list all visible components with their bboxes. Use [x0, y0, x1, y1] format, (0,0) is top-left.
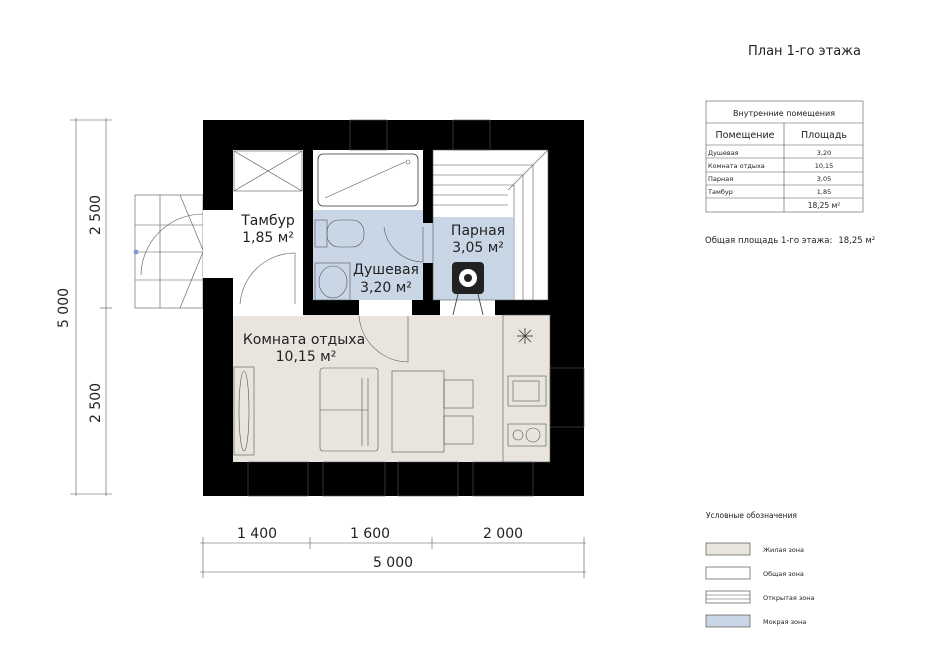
legend-swatch-living — [705, 542, 751, 556]
wardrobe — [233, 150, 303, 192]
bathtub-icon — [317, 153, 419, 207]
room-area-lounge: 10,15 м² — [276, 349, 337, 365]
table-cell: Тамбур — [707, 188, 733, 196]
wardrobe-lounge — [233, 366, 255, 456]
bottom-dimensions: 1 400 1 600 2 000 5 000 — [200, 526, 586, 578]
table-cell: 1,85 — [817, 188, 831, 196]
dim-left-top: 2 500 — [88, 195, 104, 235]
total-area: Общая площадь 1-го этажа: 18,25 м² — [705, 236, 875, 246]
table-cell: 10,15 — [815, 162, 834, 170]
dim-left-bottom: 2 500 — [88, 383, 104, 423]
table-total: 18,25 м² — [808, 201, 841, 210]
sauna-stove-icon — [452, 262, 484, 316]
entrance-door[interactable] — [203, 210, 234, 278]
table-header-area: Площадь — [801, 130, 847, 141]
tambur-door[interactable] — [239, 252, 296, 305]
room-area-tambur: 1,85 м² — [242, 230, 294, 246]
table-caption: Внутренние помещения — [733, 109, 835, 118]
room-label-sauna: Парная — [451, 223, 505, 239]
dim-bottom-2: 1 600 — [350, 526, 390, 542]
legend-label: Жилая зона — [763, 546, 804, 554]
legend-label: Открытая зона — [763, 594, 815, 602]
room-tambur — [233, 150, 303, 310]
legend-label: Мокрая зона — [763, 618, 806, 626]
total-area-label: Общая площадь 1-го этажа: — [705, 236, 832, 246]
total-area-value: 18,25 м² — [838, 236, 875, 246]
entry-stairs — [133, 194, 204, 309]
dim-bottom-3: 2 000 — [483, 526, 523, 542]
legend-swatch-common — [705, 566, 751, 580]
table-cell: Комната отдыха — [708, 162, 765, 170]
legend: Условные обозначения Жилая зона Общая зо… — [705, 511, 815, 628]
dim-bottom-1: 1 400 — [237, 526, 277, 542]
dim-left-total: 5 000 — [56, 288, 72, 328]
room-label-shower: Душевая — [353, 262, 419, 278]
sink-icon — [314, 262, 351, 301]
room-lounge — [233, 315, 550, 462]
room-label-tambur: Тамбур — [240, 213, 295, 229]
legend-label: Общая зона — [763, 570, 804, 578]
table-cell: 3,20 — [817, 149, 831, 157]
dim-bottom-total: 5 000 — [373, 555, 413, 571]
shower-door[interactable] — [358, 315, 409, 363]
plan-title: План 1-го этажа — [748, 44, 861, 59]
sauna-door[interactable] — [383, 226, 424, 263]
legend-swatch-wet — [705, 614, 751, 628]
sofa-icon — [319, 367, 379, 452]
sauna-benches — [432, 149, 549, 301]
rooms-table: Внутренние помещения Помещение Площадь Д… — [705, 100, 864, 213]
dining-table-icon — [391, 370, 474, 453]
room-label-lounge: Комната отдыха — [243, 332, 365, 348]
table-cell: Парная — [708, 175, 733, 183]
extractor-icon — [517, 328, 533, 344]
entry-marker-icon — [133, 249, 139, 255]
room-area-shower: 3,20 м² — [360, 280, 412, 296]
left-dimensions: 5 000 2 500 2 500 — [56, 118, 112, 496]
room-area-sauna: 3,05 м² — [452, 240, 504, 256]
room-shower-wet-zone — [313, 210, 423, 300]
legend-title: Условные обозначения — [706, 511, 797, 520]
table-header-room: Помещение — [716, 130, 775, 141]
kitchen-appliances — [507, 328, 547, 447]
table-cell: 3,05 — [817, 175, 831, 183]
legend-swatch-open — [705, 590, 751, 604]
toilet-icon — [314, 219, 365, 248]
table-cell: Душевая — [708, 149, 739, 157]
